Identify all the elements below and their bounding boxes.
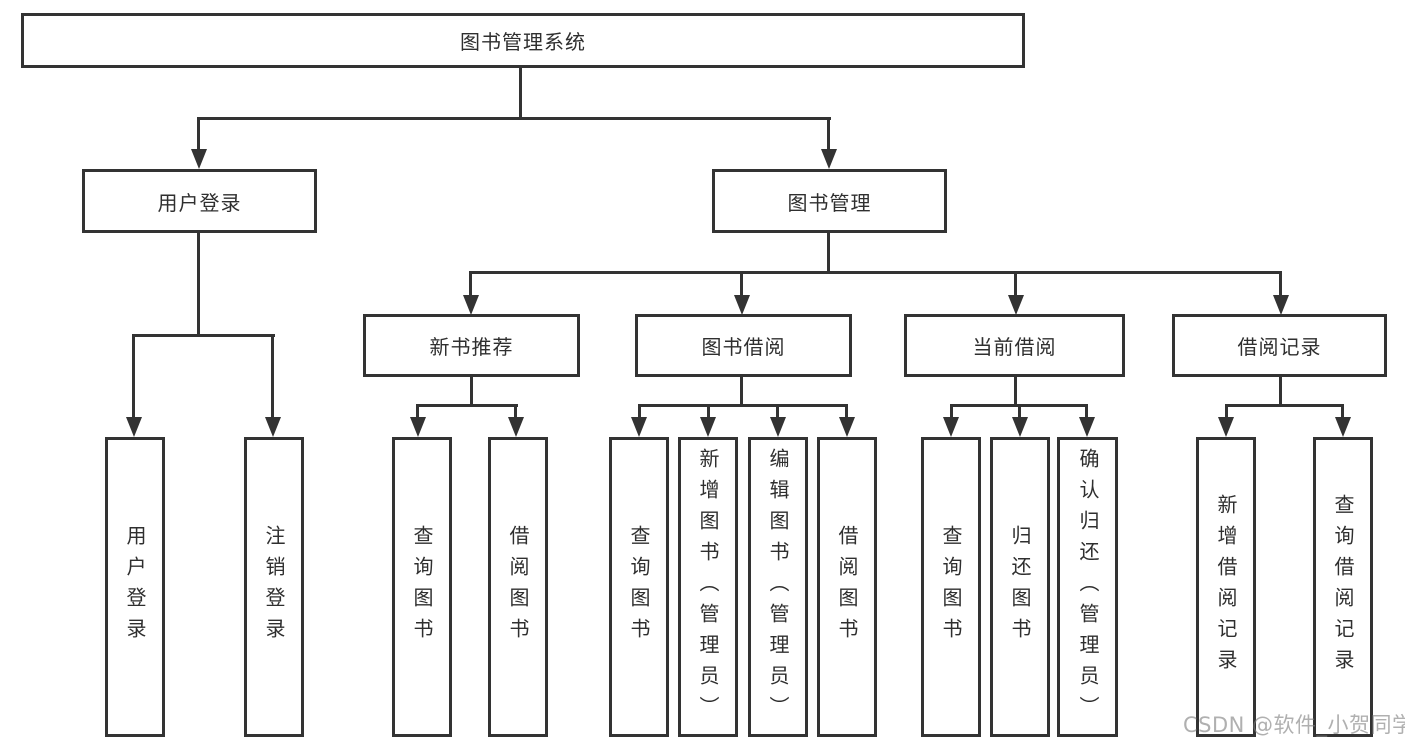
connector-stub-return-books (1018, 404, 1021, 417)
leaf-query-books-recommend: 查询图书 (392, 437, 452, 737)
arrow-down-add-books-admin (700, 417, 716, 437)
connector-stub-query-borrow-record (1341, 404, 1344, 417)
csdn-watermark: CSDN @软件_小贺同学 (1183, 713, 1405, 737)
leaf-query-borrow-record: 查询借阅记录 (1313, 437, 1373, 737)
connector-stub-borrow-books-borrowing (845, 404, 848, 417)
connector-stub-add-borrow-record (1225, 404, 1228, 417)
connector-book-management-stem (827, 233, 830, 274)
connector-stub-user-login-module (197, 117, 200, 151)
connector-stub-current-borrowing (1014, 271, 1017, 295)
node-current-borrowing: 当前借阅 (904, 314, 1125, 377)
arrow-down-leaf-logout (265, 417, 281, 437)
leaf-add-books-admin: 新增图书（管理员） (678, 437, 738, 737)
arrow-down-query-books-borrowing (631, 417, 647, 437)
arrow-down-query-books-recommend (410, 417, 426, 437)
arrow-down-edit-books-admin (770, 417, 786, 437)
connector-current-borrowing-stem (1014, 377, 1017, 407)
connector-new-book-recommend-bus (416, 404, 518, 407)
arrow-down-borrow-books-recommend (508, 417, 524, 437)
arrow-down-book-borrowing (734, 295, 750, 315)
node-root: 图书管理系统 (21, 13, 1025, 68)
connector-new-book-recommend-stem (470, 377, 473, 407)
node-book-management-module: 图书管理 (712, 169, 947, 233)
arrow-down-leaf-user-login (126, 417, 142, 437)
arrow-down-borrowing-records (1273, 295, 1289, 315)
connector-stub-book-management (827, 117, 830, 151)
connector-borrowing-records-bus (1225, 404, 1344, 407)
leaf-query-books-current: 查询图书 (921, 437, 981, 737)
connector-stub-edit-books-admin (776, 404, 779, 417)
arrow-down-book-management (821, 149, 837, 169)
connector-stub-borrowing-records (1279, 271, 1282, 295)
leaf-edit-books-admin: 编辑图书（管理员） (748, 437, 808, 737)
connector-stub-leaf-logout (271, 334, 274, 417)
leaf-borrow-books-borrowing: 借阅图书 (817, 437, 877, 737)
leaf-query-books-borrowing: 查询图书 (609, 437, 669, 737)
leaf-add-borrow-record: 新增借阅记录 (1196, 437, 1256, 737)
node-user-login-module: 用户登录 (82, 169, 317, 233)
connector-book-borrowing-bus (638, 404, 848, 407)
arrow-down-return-books (1012, 417, 1028, 437)
connector-level3-bus (469, 271, 1282, 274)
connector-borrowing-records-stem (1279, 376, 1282, 407)
leaf-confirm-return-admin: 确认归还（管理员） (1057, 437, 1118, 737)
arrow-down-query-books-current (943, 417, 959, 437)
connector-stub-leaf-user-login (132, 334, 135, 417)
leaf-return-books: 归还图书 (990, 437, 1050, 737)
node-new-book-recommend: 新书推荐 (363, 314, 580, 377)
connector-user-login-stem (197, 233, 200, 337)
connector-stub-query-books-borrowing (638, 404, 641, 417)
connector-level2-bus (197, 117, 831, 120)
leaf-logout: 注销登录 (244, 437, 304, 737)
connector-stub-new-book-recommend (469, 271, 472, 295)
connector-stub-query-books-current (950, 404, 953, 417)
arrow-down-user-login-module (191, 149, 207, 169)
arrow-down-confirm-return (1079, 417, 1095, 437)
leaf-borrow-books-recommend: 借阅图书 (488, 437, 548, 737)
connector-stub-book-borrowing (740, 271, 743, 295)
arrow-down-add-borrow-record (1218, 417, 1234, 437)
arrow-down-query-borrow-record (1335, 417, 1351, 437)
connector-user-login-bus (133, 334, 275, 337)
node-book-borrowing: 图书借阅 (635, 314, 852, 377)
arrow-down-new-book-recommend (463, 295, 479, 315)
connector-book-borrowing-stem (740, 377, 743, 407)
connector-root-stem (519, 68, 522, 120)
node-borrowing-records: 借阅记录 (1172, 314, 1387, 377)
connector-stub-query-books-recommend (416, 404, 419, 417)
connector-stub-add-books-admin (707, 404, 710, 417)
connector-stub-confirm-return (1085, 404, 1088, 417)
arrow-down-current-borrowing (1008, 295, 1024, 315)
arrow-down-borrow-books-borrowing (839, 417, 855, 437)
connector-stub-borrow-books-recommend (514, 404, 517, 417)
leaf-user-login: 用户登录 (105, 437, 165, 737)
